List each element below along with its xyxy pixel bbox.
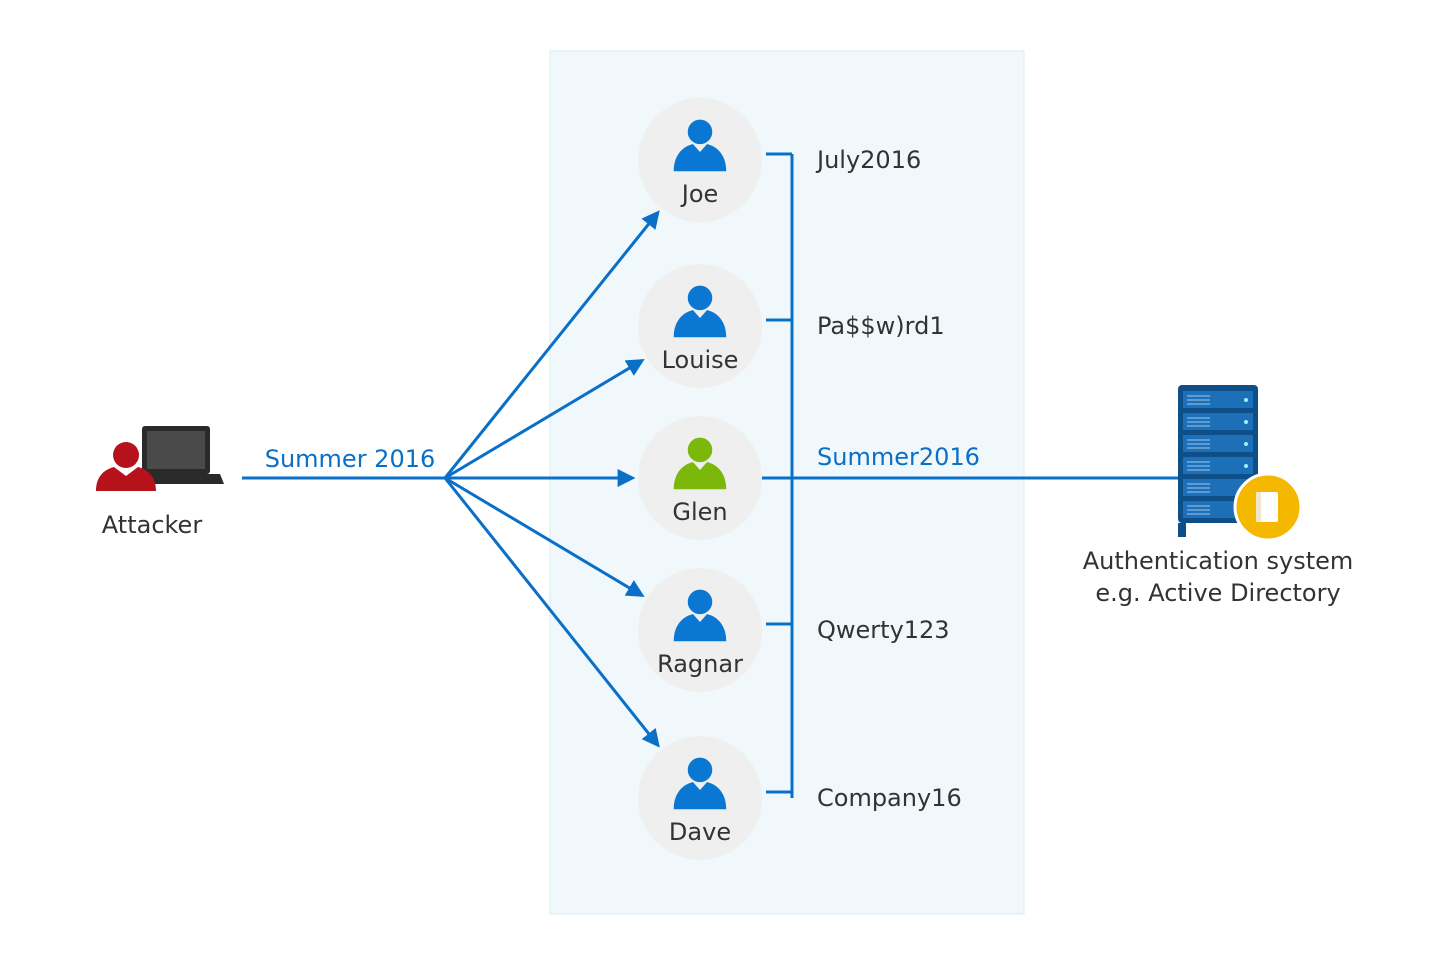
user-node-ragnar: Ragnar <box>638 568 762 692</box>
spray-arrow-louise <box>444 358 645 480</box>
spray-arrow-joe <box>443 210 660 479</box>
user-node-joe: Joe <box>638 98 762 222</box>
attacker-label: Attacker <box>102 511 203 539</box>
auth-system-subtitle: e.g. Active Directory <box>1095 579 1340 607</box>
server-rack-icon <box>1178 385 1258 537</box>
user-node-glen: Glen <box>638 416 762 540</box>
spray-arrow-ragnar <box>444 476 645 598</box>
attacker-person-icon <box>96 442 156 491</box>
user-name: Dave <box>669 818 731 846</box>
spray-password-label: Summer 2016 <box>265 445 436 473</box>
password-label-louise: Pa$$w)rd1 <box>817 312 945 340</box>
connection-lines <box>242 152 1180 798</box>
password-label-ragnar: Qwerty123 <box>817 616 950 644</box>
user-name: Glen <box>672 498 727 526</box>
password-label-dave: Company16 <box>817 784 962 812</box>
password-label-joe: July2016 <box>815 146 921 174</box>
attacker-node: Attacker <box>96 426 224 539</box>
spray-arrow-dave <box>443 477 660 748</box>
directory-book-icon <box>1233 472 1303 542</box>
user-node-dave: Dave <box>638 736 762 860</box>
user-name: Joe <box>680 180 719 208</box>
user-name: Louise <box>662 346 739 374</box>
auth-system-title: Authentication system <box>1083 547 1354 575</box>
user-name: Ragnar <box>657 650 743 678</box>
password-label-glen: Summer2016 <box>817 443 980 471</box>
user-node-louise: Louise <box>638 264 762 388</box>
